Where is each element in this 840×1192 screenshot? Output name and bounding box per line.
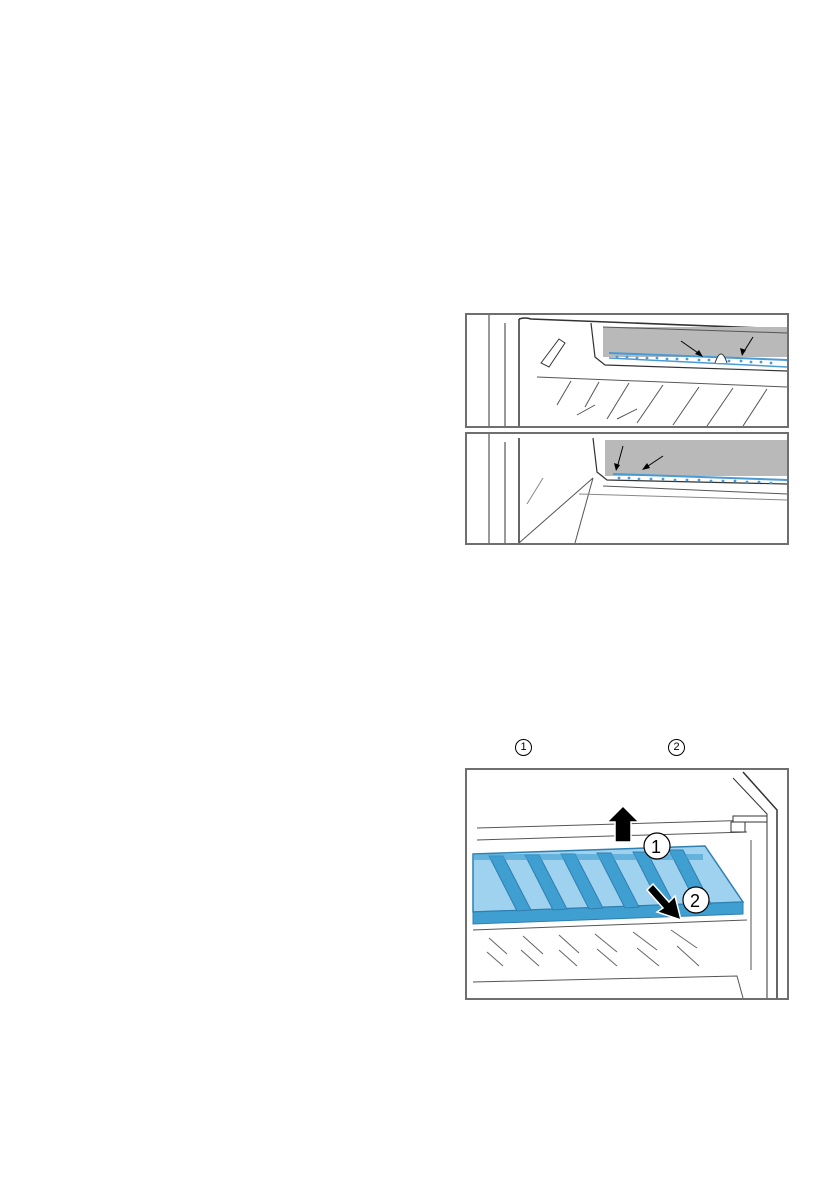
drain-channel-illustration-2 [465, 432, 789, 545]
shelf-removal-illustration: 1 2 [465, 768, 789, 1000]
drain-channel-illustration-1 [465, 313, 789, 428]
step-badge-2: 2 [690, 891, 700, 911]
step-marker-2: 2 [668, 737, 685, 756]
step-badge-1: 1 [651, 837, 661, 857]
step-marker-1: 1 [515, 737, 532, 756]
